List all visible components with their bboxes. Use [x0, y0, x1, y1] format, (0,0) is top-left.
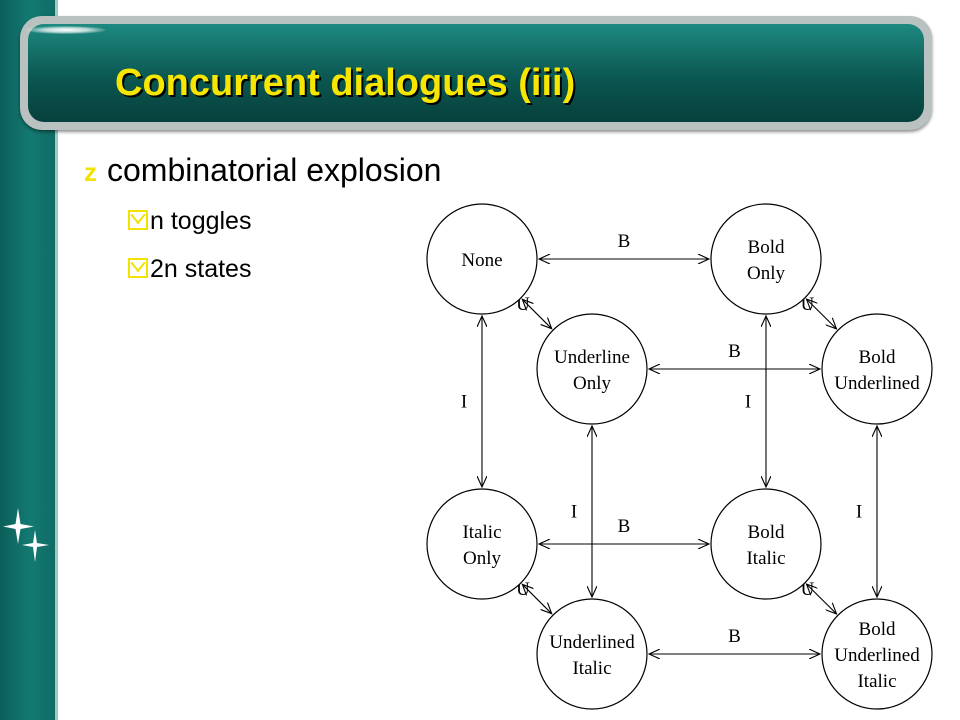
edge-none-underline-only	[522, 299, 551, 328]
state-circle	[536, 598, 648, 710]
state-circle	[426, 488, 538, 600]
state-label: Bold	[859, 619, 896, 640]
state-label: Only	[747, 263, 786, 284]
title-banner	[20, 16, 932, 130]
state-label: Bold	[859, 347, 896, 368]
edge-label: B	[728, 341, 741, 362]
edge-label: I	[571, 502, 577, 523]
title-banner-inner	[28, 24, 924, 122]
sub-bullet-text: n toggles	[150, 207, 252, 235]
state-label: Underlined	[834, 645, 920, 666]
edge-bold-only-bold-underlined	[806, 299, 836, 329]
state-label: Italic	[857, 671, 896, 692]
sub-bullet-text: 2n states	[150, 255, 252, 283]
state-label: Only	[573, 373, 612, 394]
sub-bullet: 2n states	[128, 254, 251, 284]
left-bar-divider	[55, 0, 58, 720]
state-label: Italic	[462, 522, 501, 543]
edge-label: B	[618, 516, 631, 537]
edge-label: I	[745, 392, 751, 413]
state-label: Only	[463, 548, 502, 569]
edge-italic-only-underlined-italic	[522, 584, 551, 613]
state-label: Underlined	[549, 632, 635, 653]
state-label: Italic	[572, 658, 611, 679]
state-label: Underline	[554, 347, 630, 368]
slide-title: Concurrent dialogues (iii)	[115, 62, 576, 104]
state-node-none: None	[426, 203, 538, 315]
edge-bold-italic-bold-underlined-italic	[806, 584, 836, 614]
z-bullet-icon: z	[84, 157, 97, 187]
sub-bullet: n toggles	[128, 206, 251, 236]
state-label: None	[461, 250, 502, 271]
bullet-text: combinatorial explosion	[107, 152, 442, 188]
bullet-level1: z combinatorial explosion	[84, 151, 441, 189]
edge-label: I	[461, 392, 467, 413]
checkbox-icon	[128, 210, 148, 230]
sparkle-icon	[3, 508, 49, 562]
state-label: Italic	[746, 548, 785, 569]
state-circle	[710, 203, 822, 315]
state-circle	[536, 313, 648, 425]
state-circle	[426, 203, 538, 315]
state-label: Underlined	[834, 373, 920, 394]
checkbox-icon	[128, 258, 148, 278]
state-circle	[710, 488, 822, 600]
state-circle	[821, 313, 933, 425]
title-glint	[26, 26, 106, 34]
state-label: Bold	[748, 522, 785, 543]
edge-label: B	[618, 231, 631, 252]
edge-label: I	[856, 502, 862, 523]
edge-label: B	[728, 626, 741, 647]
state-label: Bold	[748, 237, 785, 258]
state-circle	[821, 598, 933, 710]
